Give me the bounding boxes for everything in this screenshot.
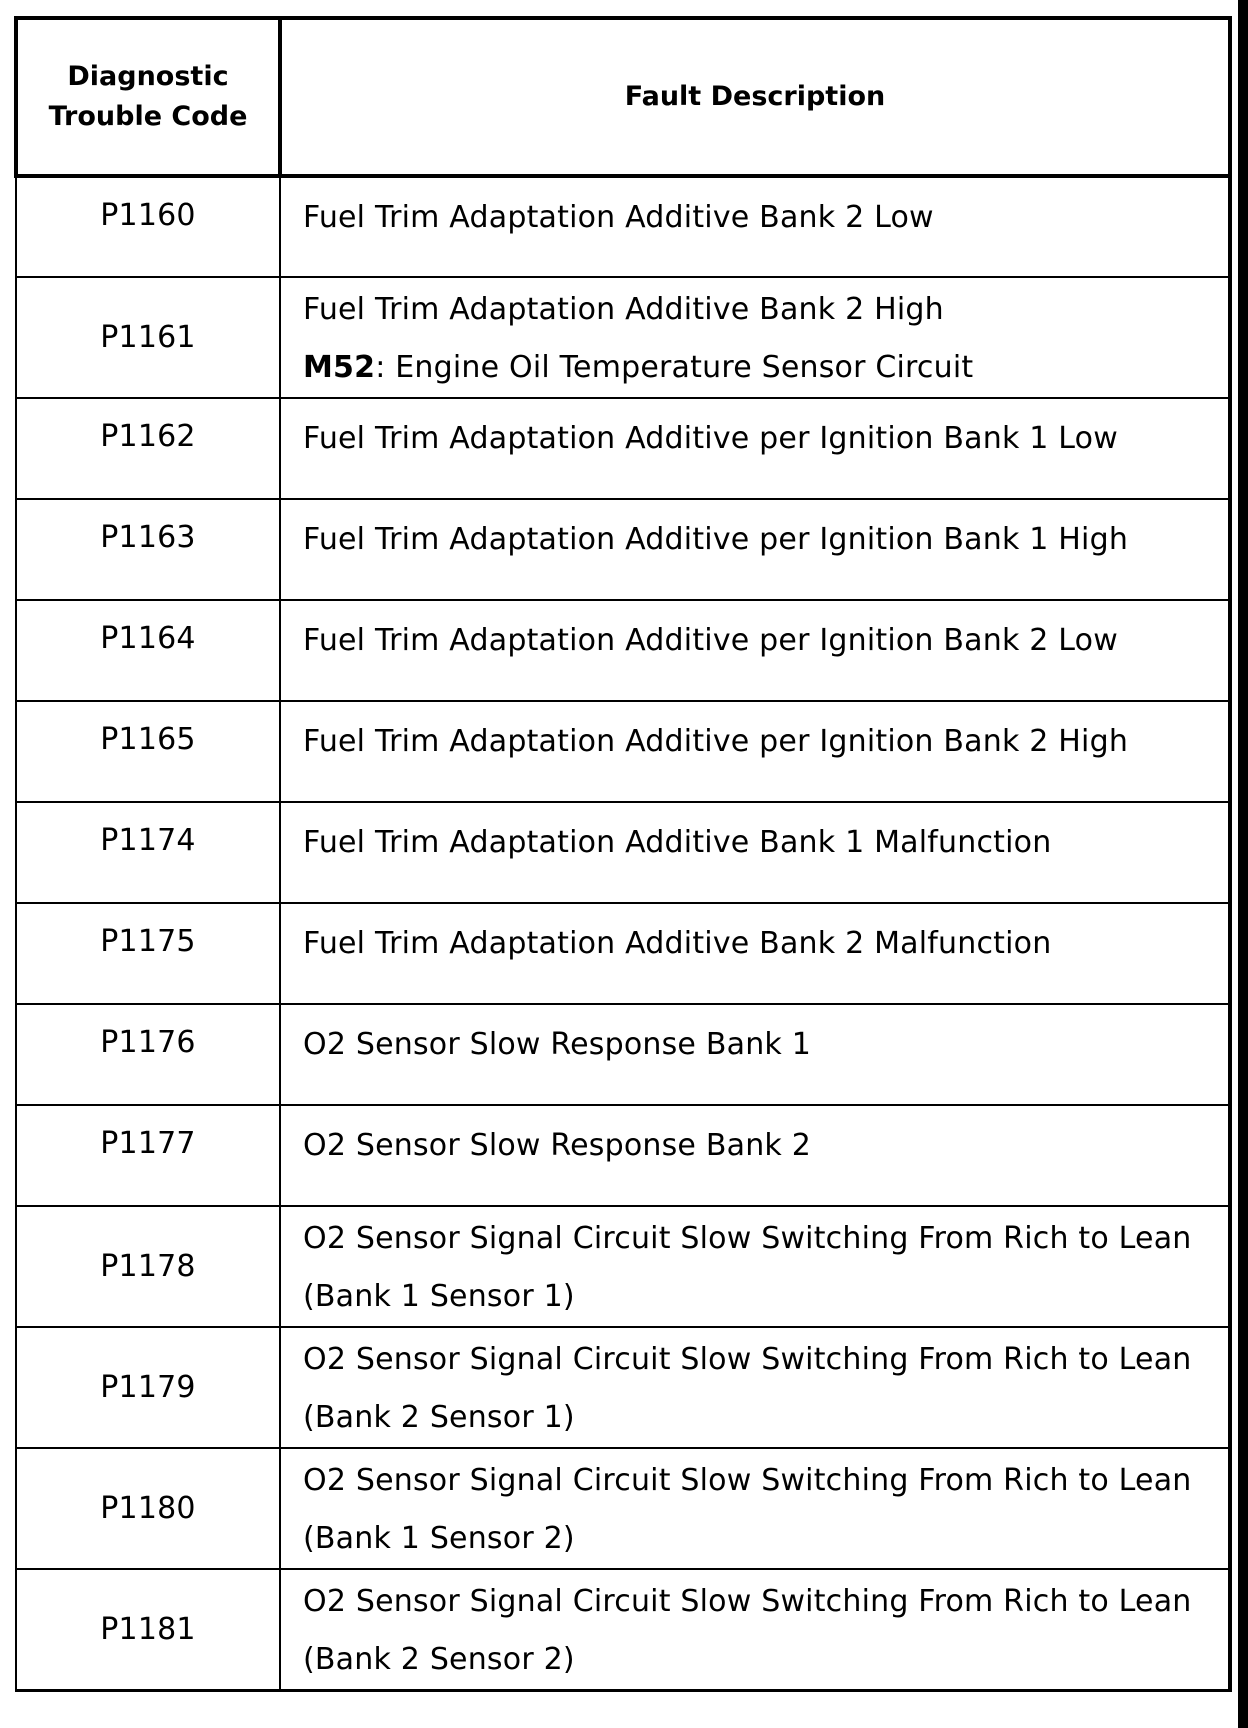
fault-description: Fuel Trim Adaptation Additive per Igniti… — [279, 397, 1232, 500]
dtc-code: P1176 — [15, 1003, 281, 1106]
table-row: P1161 Fuel Trim Adaptation Additive Bank… — [15, 276, 1232, 399]
header-code-column: Diagnostic Trouble Code — [14, 16, 282, 178]
table-row: P1164 Fuel Trim Adaptation Additive per … — [15, 599, 1232, 702]
page-edge-bar — [1238, 0, 1248, 1728]
table-row: P1174 Fuel Trim Adaptation Additive Bank… — [15, 801, 1232, 904]
table-row: P1181 O2 Sensor Signal Circuit Slow Swit… — [15, 1568, 1232, 1692]
fault-description: Fuel Trim Adaptation Additive Bank 2 Low — [279, 175, 1232, 278]
description-text: : Engine Oil Temperature Sensor Circuit — [375, 350, 974, 385]
description-line: (Bank 2 Sensor 1) — [303, 1400, 575, 1435]
header-code-line1: Diagnostic — [67, 61, 229, 92]
fault-description: O2 Sensor Signal Circuit Slow Switching … — [279, 1326, 1232, 1449]
fault-description: O2 Sensor Slow Response Bank 2 — [279, 1104, 1232, 1207]
dtc-code: P1163 — [15, 498, 281, 601]
description-line: Fuel Trim Adaptation Additive per Igniti… — [303, 522, 1129, 557]
table-row: P1177 O2 Sensor Slow Response Bank 2 — [15, 1104, 1232, 1207]
dtc-code: P1162 — [15, 397, 281, 500]
table-header: Diagnostic Trouble Code Fault Descriptio… — [14, 16, 1232, 178]
dtc-code: P1180 — [15, 1447, 281, 1570]
fault-description: O2 Sensor Slow Response Bank 1 — [279, 1003, 1232, 1106]
description-line: O2 Sensor Slow Response Bank 1 — [303, 1027, 812, 1062]
dtc-code: P1179 — [15, 1326, 281, 1449]
header-description-column: Fault Description — [278, 16, 1232, 178]
description-line: O2 Sensor Signal Circuit Slow Switching … — [303, 1463, 1192, 1498]
description-line: (Bank 2 Sensor 2) — [303, 1642, 575, 1677]
fault-description: O2 Sensor Signal Circuit Slow Switching … — [279, 1447, 1232, 1570]
table-row: P1160 Fuel Trim Adaptation Additive Bank… — [15, 175, 1232, 278]
dtc-code: P1161 — [15, 276, 281, 399]
description-line: O2 Sensor Signal Circuit Slow Switching … — [303, 1342, 1192, 1377]
fault-description: Fuel Trim Adaptation Additive Bank 2 Mal… — [279, 902, 1232, 1005]
dtc-code: P1175 — [15, 902, 281, 1005]
dtc-code: P1164 — [15, 599, 281, 702]
dtc-table: Diagnostic Trouble Code Fault Descriptio… — [14, 16, 1232, 1692]
dtc-code: P1165 — [15, 700, 281, 803]
description-line: (Bank 1 Sensor 2) — [303, 1521, 575, 1556]
description-line: Fuel Trim Adaptation Additive Bank 2 Hig… — [303, 292, 944, 327]
fault-description: Fuel Trim Adaptation Additive per Igniti… — [279, 498, 1232, 601]
fault-description: Fuel Trim Adaptation Additive Bank 1 Mal… — [279, 801, 1232, 904]
header-code-line2: Trouble Code — [48, 101, 248, 132]
fault-description: Fuel Trim Adaptation Additive per Igniti… — [279, 700, 1232, 803]
table-row: P1163 Fuel Trim Adaptation Additive per … — [15, 498, 1232, 601]
dtc-code: P1174 — [15, 801, 281, 904]
dtc-code: P1177 — [15, 1104, 281, 1207]
table-row: P1180 O2 Sensor Signal Circuit Slow Swit… — [15, 1447, 1232, 1570]
dtc-code: P1160 — [15, 175, 281, 278]
fault-description: O2 Sensor Signal Circuit Slow Switching … — [279, 1568, 1232, 1692]
table-row: P1175 Fuel Trim Adaptation Additive Bank… — [15, 902, 1232, 1005]
description-line: (Bank 1 Sensor 1) — [303, 1279, 575, 1314]
description-line: Fuel Trim Adaptation Additive Bank 2 Low — [303, 200, 934, 235]
table-row: P1162 Fuel Trim Adaptation Additive per … — [15, 397, 1232, 500]
table-row: P1178 O2 Sensor Signal Circuit Slow Swit… — [15, 1205, 1232, 1328]
dtc-code: P1181 — [15, 1568, 281, 1692]
description-line: Fuel Trim Adaptation Additive per Igniti… — [303, 623, 1118, 658]
description-line: Fuel Trim Adaptation Additive per Igniti… — [303, 724, 1129, 759]
table-row: P1179 O2 Sensor Signal Circuit Slow Swit… — [15, 1326, 1232, 1449]
description-line: Fuel Trim Adaptation Additive Bank 2 Mal… — [303, 926, 1052, 961]
fault-description: O2 Sensor Signal Circuit Slow Switching … — [279, 1205, 1232, 1328]
header-row: Diagnostic Trouble Code Fault Descriptio… — [14, 16, 1232, 178]
description-line: O2 Sensor Signal Circuit Slow Switching … — [303, 1584, 1192, 1619]
table-row: P1176 O2 Sensor Slow Response Bank 1 — [15, 1003, 1232, 1106]
description-line: Fuel Trim Adaptation Additive Bank 1 Mal… — [303, 825, 1052, 860]
description-line: O2 Sensor Slow Response Bank 2 — [303, 1128, 812, 1163]
engine-model-label: M52 — [303, 350, 376, 385]
fault-description: Fuel Trim Adaptation Additive per Igniti… — [279, 599, 1232, 702]
fault-description: Fuel Trim Adaptation Additive Bank 2 Hig… — [279, 276, 1232, 399]
dtc-code: P1178 — [15, 1205, 281, 1328]
table-row: P1165 Fuel Trim Adaptation Additive per … — [15, 700, 1232, 803]
description-line: M52: Engine Oil Temperature Sensor Circu… — [303, 339, 1228, 397]
description-line: Fuel Trim Adaptation Additive per Igniti… — [303, 421, 1118, 456]
description-line: O2 Sensor Signal Circuit Slow Switching … — [303, 1221, 1192, 1256]
table-body: P1160 Fuel Trim Adaptation Additive Bank… — [15, 175, 1232, 1692]
